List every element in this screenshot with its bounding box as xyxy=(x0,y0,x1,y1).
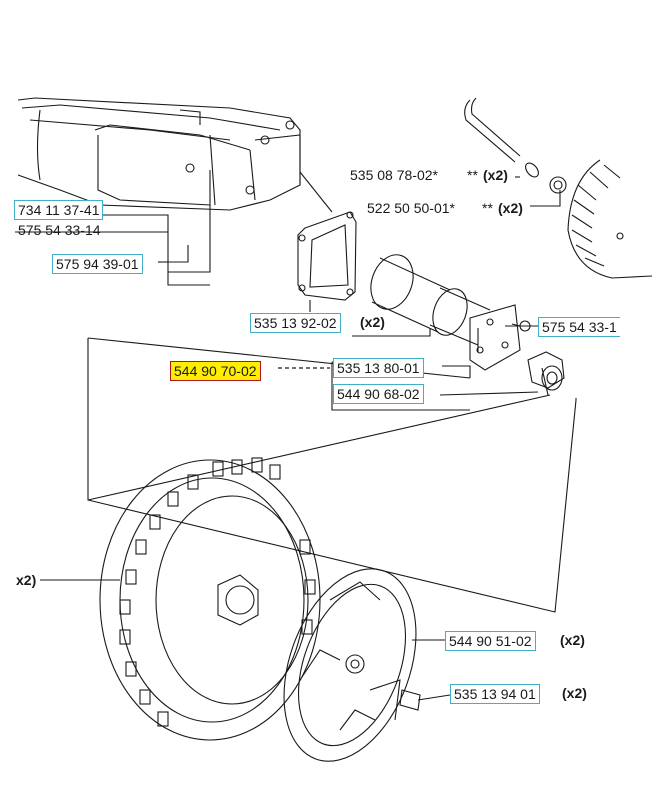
part-label-535-13-94-01[interactable]: 535 13 94 01 xyxy=(450,684,540,704)
assembly-outline xyxy=(87,338,577,613)
part-qty: (x2) xyxy=(483,167,508,183)
part-note-stars: ** xyxy=(482,200,493,216)
filter-cartridge-drawing xyxy=(370,254,521,371)
gasket-drawing xyxy=(297,211,357,301)
part-qty: (x2) xyxy=(562,685,587,701)
part-qty: (x2) xyxy=(360,314,385,330)
part-label-544-90-51-02[interactable]: 544 90 51-02 xyxy=(445,631,536,651)
part-label-535-08-78-02[interactable]: 535 08 78-02* xyxy=(350,167,438,183)
hubcap-drawing xyxy=(283,568,417,762)
bushing-drawing xyxy=(527,351,565,396)
bolt-drawing xyxy=(399,689,451,711)
part-qty: (x2) xyxy=(560,632,585,648)
part-label-575-94-39-01[interactable]: 575 94 39-01 xyxy=(52,254,143,274)
part-label-522-50-50-01[interactable]: 522 50 50-01* xyxy=(367,200,455,216)
part-label-575-54-33-1[interactable]: 575 54 33-1 xyxy=(538,317,620,337)
part-qty: (x2) xyxy=(498,200,523,216)
part-note-stars: ** xyxy=(467,167,478,183)
part-label-544-90-68-02[interactable]: 544 90 68-02 xyxy=(333,384,424,404)
part-label-544-90-70-02-highlighted[interactable]: 544 90 70-02 xyxy=(170,361,261,381)
part-label-734-11-37-41[interactable]: 734 11 37-41 xyxy=(14,200,104,220)
wheel-drawing xyxy=(99,457,321,741)
wheel-partial-drawing xyxy=(567,159,652,279)
part-label-575-54-33-14[interactable]: 575 54 33-14 xyxy=(18,222,101,238)
part-label-535-13-80-01[interactable]: 535 13 80-01 xyxy=(333,358,424,378)
part-label-535-13-92-02[interactable]: 535 13 92-02 xyxy=(250,313,341,333)
part-qty: x2) xyxy=(16,572,37,588)
cable-drawing xyxy=(464,97,567,194)
motor-housing-drawing xyxy=(17,97,301,211)
